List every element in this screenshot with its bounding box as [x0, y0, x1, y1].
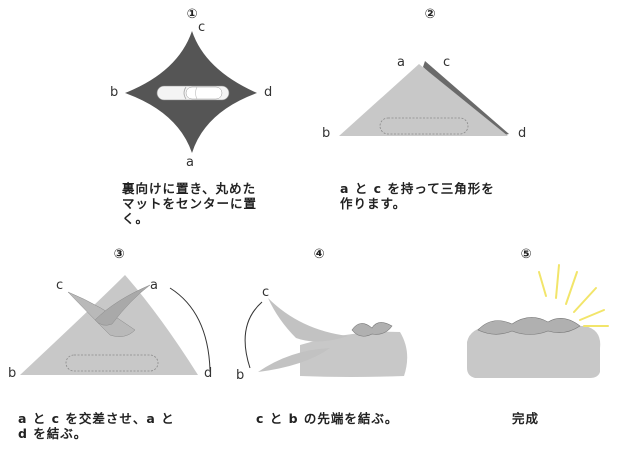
step4-caption: c と b の先端を結ぶ。	[256, 411, 398, 426]
step2-triangle	[339, 64, 508, 136]
step4-knot	[351, 322, 393, 337]
step2-caption-line2: 作ります。	[340, 196, 407, 211]
step2-caption-line1: a と c を持って三角形を	[340, 181, 495, 196]
step2-back-flap	[423, 61, 509, 136]
step1-caption-line2: マットをセンターに置	[122, 196, 258, 211]
step3-caption: a と c を交差させ、a と d を結ぶ。	[18, 411, 175, 441]
step5-bundle	[467, 326, 601, 378]
step3-label-c: c	[56, 278, 64, 293]
step5-caption: 完成	[512, 411, 539, 426]
step4-caption-line1: c と b の先端を結ぶ。	[256, 411, 399, 426]
step3-mat-outline	[65, 354, 159, 372]
step2-caption: a と c を持って三角形を 作ります。	[340, 181, 495, 211]
step4-label-c: c	[262, 285, 270, 300]
step4-arc	[244, 301, 263, 369]
step-5-number: ⑤	[520, 247, 532, 262]
step2-mat-outline	[379, 117, 469, 135]
step2-label-d: d	[518, 126, 527, 141]
step1-rolled-mat	[156, 85, 230, 101]
step3-caption-line2: d を結ぶ。	[18, 426, 88, 441]
step5-rays	[538, 264, 609, 327]
step1-caption-line1: 裏向けに置き、丸めた	[122, 181, 257, 196]
step1-caption-line3: く。	[122, 211, 150, 226]
step3-label-b: b	[8, 366, 17, 381]
step2-label-b: b	[322, 126, 331, 141]
step1-label-c: c	[198, 20, 206, 35]
step-4-number: ④	[313, 247, 325, 262]
step2-label-a: a	[397, 55, 405, 70]
step3-arc	[169, 287, 211, 371]
step2-label-c: c	[443, 55, 451, 70]
step4-label-b: b	[236, 368, 245, 383]
step3-caption-line1: a と c を交差させ、a と	[18, 411, 175, 426]
step5-knot	[477, 317, 581, 335]
step3-label-a: a	[150, 278, 158, 293]
step4-end-c	[268, 298, 348, 342]
step1-caption: 裏向けに置き、丸めた マットをセンターに置 く。	[122, 181, 257, 226]
step4-bundle	[300, 331, 408, 377]
step1-label-a: a	[186, 155, 194, 170]
step4-end-b	[258, 348, 330, 372]
step-3-number: ③	[113, 247, 125, 262]
step3-corner-a	[94, 284, 151, 326]
step-2-number: ②	[424, 7, 436, 22]
step5-caption-line1: 完成	[512, 411, 540, 426]
step1-label-b: b	[110, 85, 119, 100]
step3-label-d: d	[204, 366, 213, 381]
step1-label-d: d	[264, 85, 273, 100]
step-1-number: ①	[186, 7, 198, 22]
